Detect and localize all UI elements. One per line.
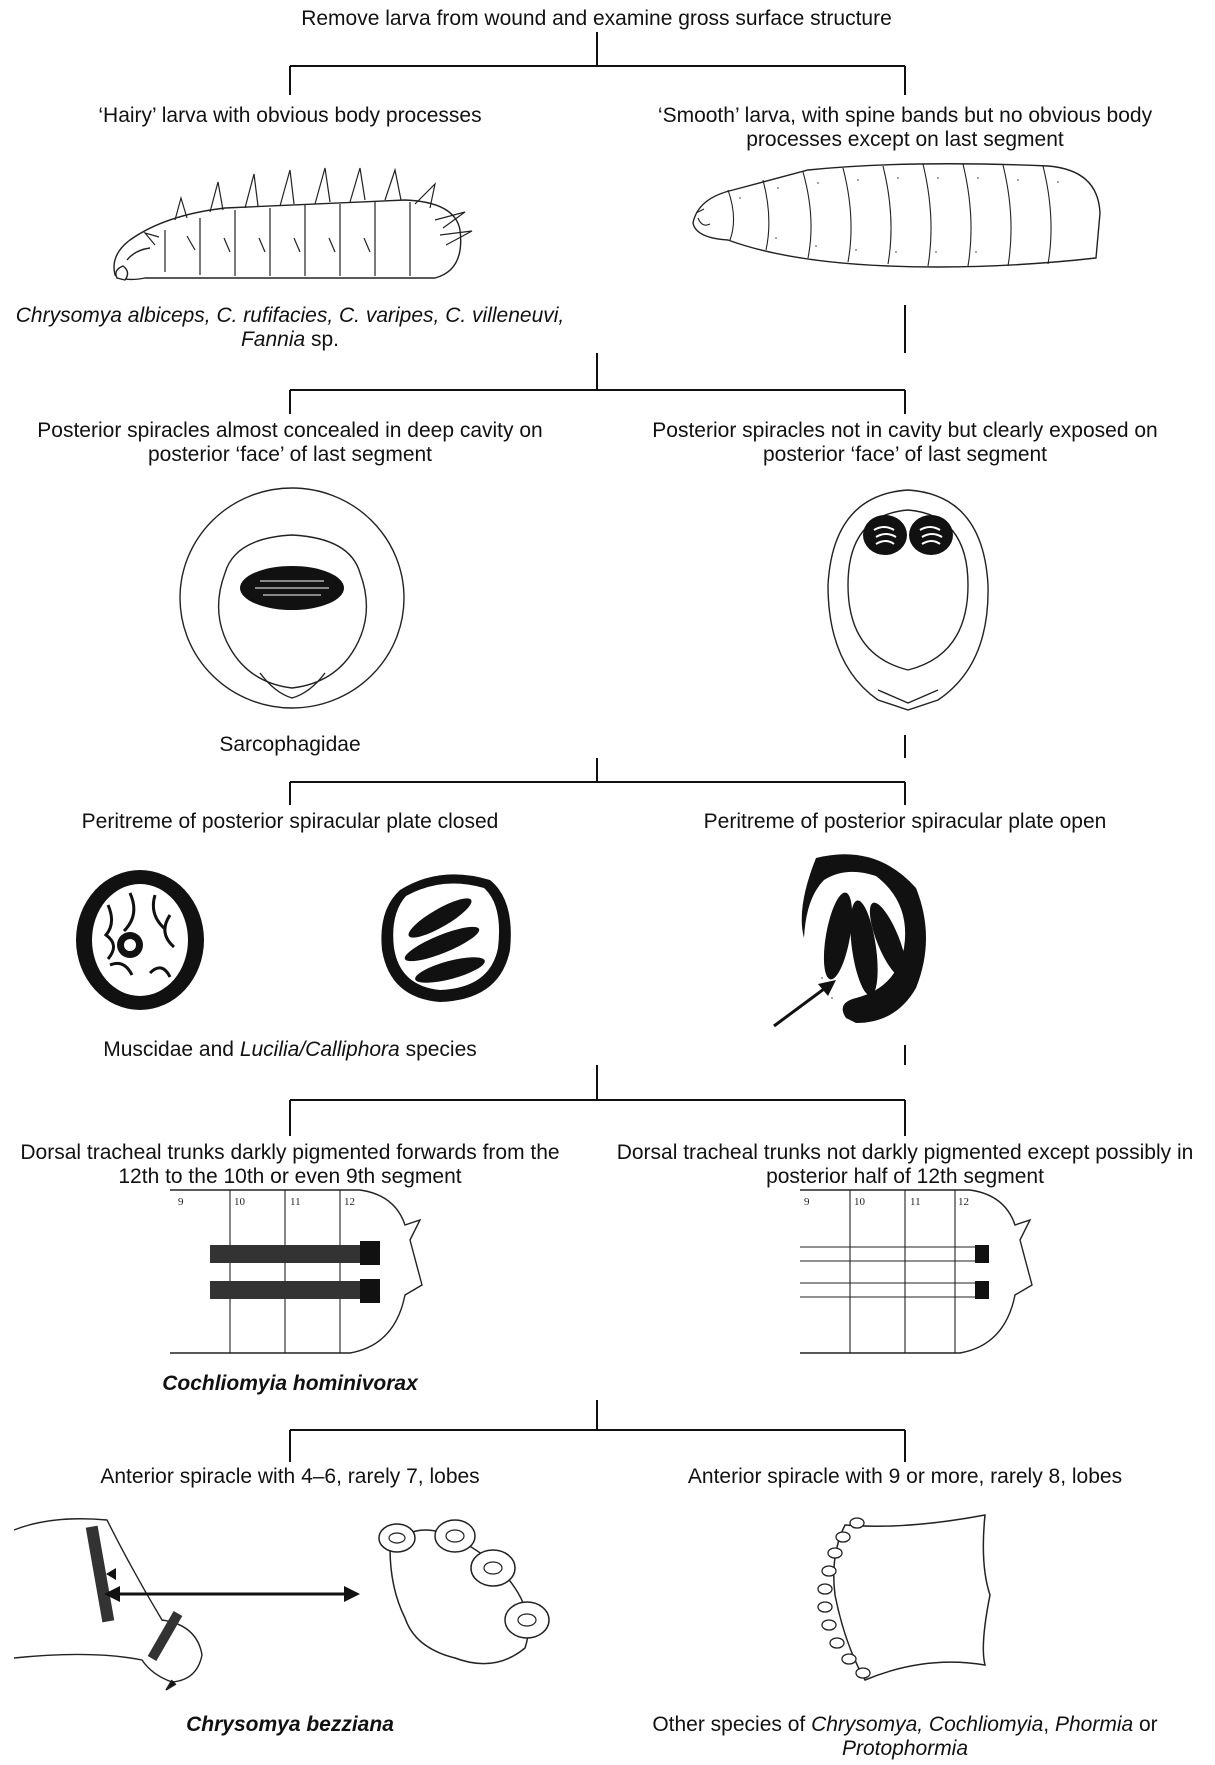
spiracles-concealed-step: Posterior spiracles almost concealed in … bbox=[20, 419, 560, 467]
many-lobes-step: Anterior spiracle with 9 or more, rarely… bbox=[660, 1465, 1150, 1489]
concealed-spiracles-illustration bbox=[175, 483, 410, 718]
many-lobes-spiracle-illustration bbox=[805, 1505, 995, 1685]
pale-seg-label-9: 9 bbox=[804, 1196, 810, 1208]
hairy-larva-result: Chrysomya albiceps, C. rufifacies, C. va… bbox=[5, 304, 575, 352]
peritreme-closed-step: Peritreme of posterior spiracular plate … bbox=[40, 810, 540, 834]
phormia-genus: Phormia bbox=[1055, 1713, 1133, 1736]
cochliomyia-result: Cochliomyia hominivorax bbox=[120, 1372, 460, 1396]
pale-seg-label-12: 12 bbox=[958, 1196, 969, 1208]
exposed-spiracles-illustration bbox=[818, 485, 998, 715]
closed-peritreme-slit-illustration bbox=[370, 860, 520, 1010]
other-prefix: Other species of bbox=[652, 1713, 811, 1736]
smooth-larva-step: ‘Smooth’ larva, with spine bands but no … bbox=[635, 104, 1175, 152]
pale-seg-label-11: 11 bbox=[910, 1196, 921, 1208]
smooth-larva-illustration bbox=[688, 158, 1118, 278]
hairy-larva-illustration bbox=[105, 160, 485, 290]
muscidae-suffix: species bbox=[400, 1038, 477, 1061]
pale-trunks-step: Dorsal tracheal trunks not darkly pigmen… bbox=[600, 1141, 1210, 1189]
bezziana-result: Chrysomya bezziana bbox=[140, 1713, 440, 1737]
other-sep-a: , bbox=[1043, 1713, 1055, 1736]
dark-seg-label-11: 11 bbox=[290, 1196, 301, 1208]
dark-seg-label-12: 12 bbox=[344, 1196, 355, 1208]
closed-peritreme-round-illustration bbox=[70, 865, 210, 1015]
dark-seg-label-9: 9 bbox=[178, 1196, 184, 1208]
dark-trunks-step: Dorsal tracheal trunks darkly pigmented … bbox=[5, 1141, 575, 1189]
fannia-suffix: sp. bbox=[305, 328, 339, 351]
double-headed-arrow bbox=[102, 1582, 362, 1606]
pale-trunks-illustration: 9 10 11 12 bbox=[790, 1185, 1040, 1357]
sarcophagidae-result: Sarcophagidae bbox=[160, 733, 420, 757]
muscidae-genera: Lucilia/Calliphora bbox=[240, 1038, 400, 1061]
muscidae-prefix: Muscidae and bbox=[103, 1038, 240, 1061]
other-species-result: Other species of Chrysomya, Cochliomyia,… bbox=[620, 1713, 1190, 1761]
muscidae-result: Muscidae and Lucilia/Calliphora species bbox=[70, 1038, 510, 1062]
hairy-species-list: Chrysomya albiceps, C. rufifacies, C. va… bbox=[16, 304, 565, 327]
few-lobes-spiracle-illustration bbox=[375, 1508, 560, 1678]
other-genera-a: Chrysomya, Cochliomyia bbox=[811, 1713, 1043, 1736]
dark-trunks-illustration: 9 10 11 12 bbox=[160, 1185, 430, 1357]
peritreme-open-step: Peritreme of posterior spiracular plate … bbox=[650, 810, 1160, 834]
hairy-larva-step: ‘Hairy’ larva with obvious body processe… bbox=[40, 104, 540, 128]
spiracles-exposed-step: Posterior spiracles not in cavity but cl… bbox=[640, 419, 1170, 467]
protophormia-genus: Protophormia bbox=[842, 1737, 968, 1760]
few-lobes-step: Anterior spiracle with 4–6, rarely 7, lo… bbox=[50, 1465, 530, 1489]
fannia-genus: Fannia bbox=[241, 328, 305, 351]
root-step: Remove larva from wound and examine gros… bbox=[200, 7, 993, 31]
dark-seg-label-10: 10 bbox=[234, 1196, 246, 1208]
other-sep-b: or bbox=[1133, 1713, 1158, 1736]
open-peritreme-arrow bbox=[770, 970, 840, 1030]
pale-seg-label-10: 10 bbox=[854, 1196, 866, 1208]
